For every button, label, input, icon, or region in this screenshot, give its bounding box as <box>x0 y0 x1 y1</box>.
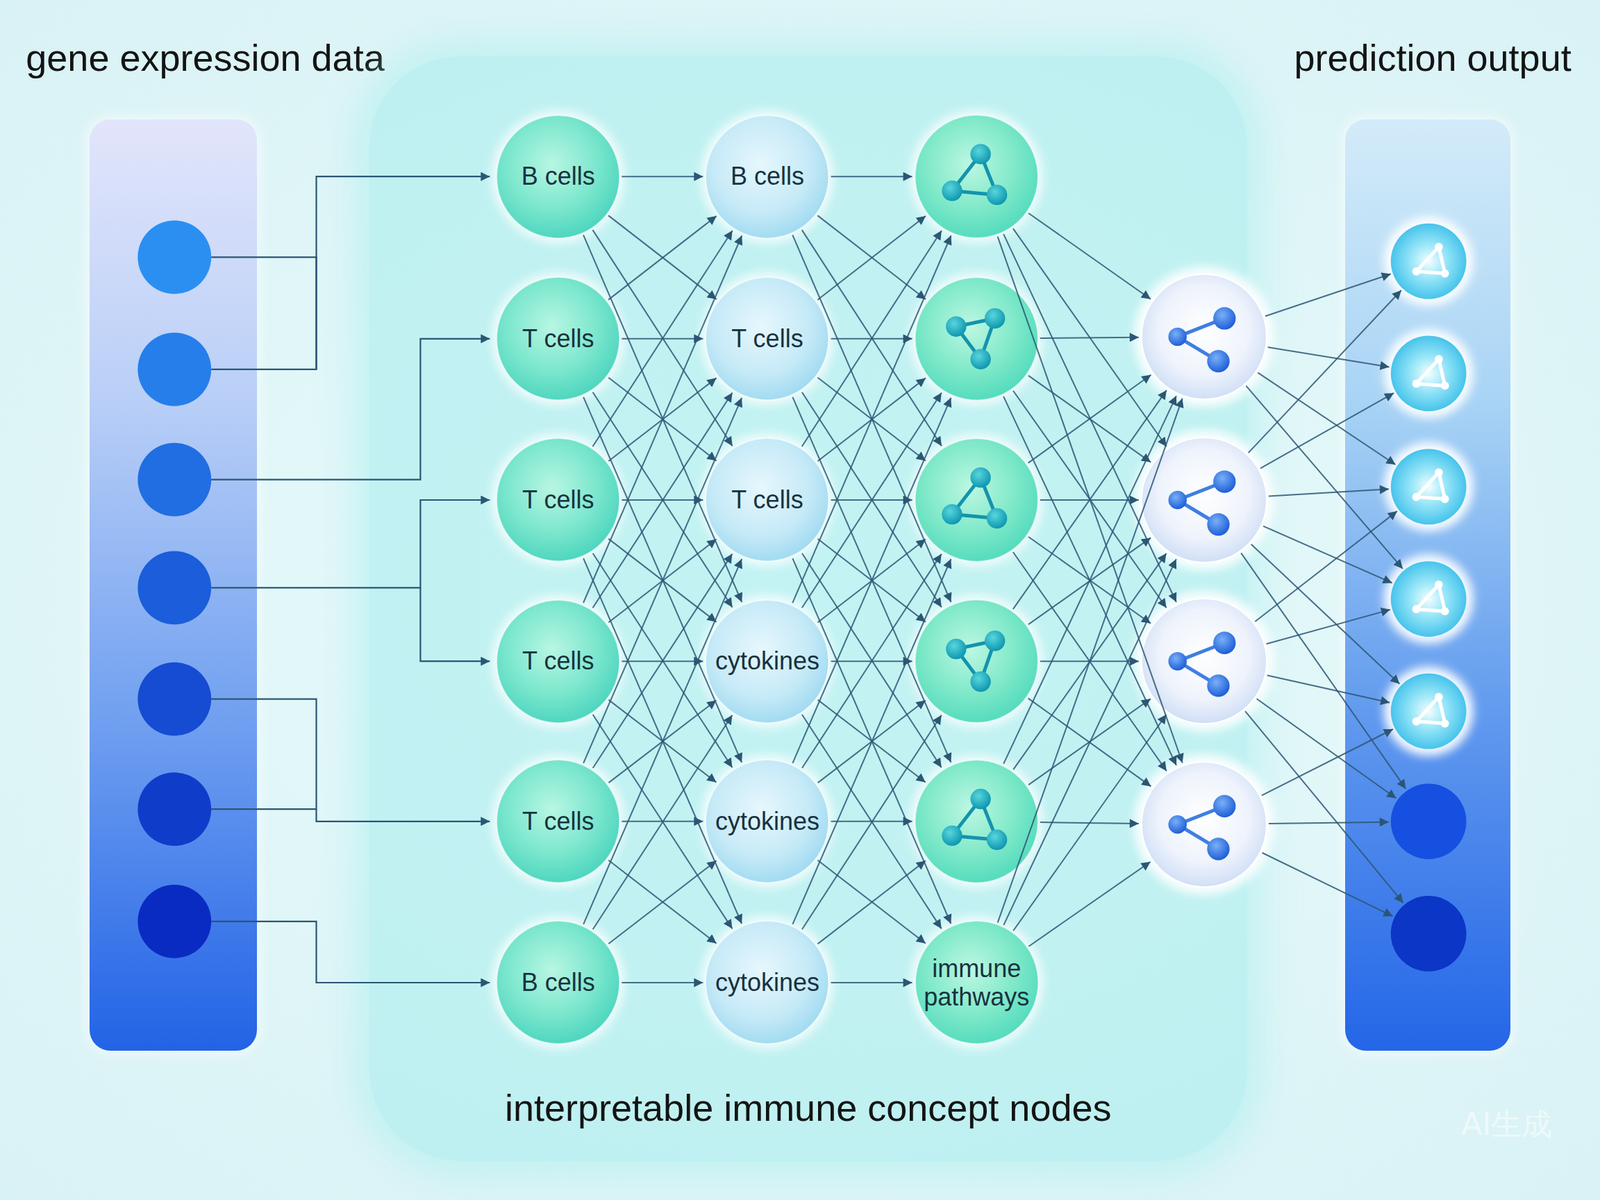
node-glow <box>491 110 625 244</box>
concept-node: B cells <box>495 920 621 1045</box>
node-fill <box>705 759 829 883</box>
node-fill <box>705 277 829 400</box>
node-glow <box>700 433 834 566</box>
concept-node: cytokines <box>704 759 830 884</box>
node-fill <box>496 277 620 400</box>
panel-heading: gene expression data <box>25 36 385 80</box>
node-glow <box>491 754 625 888</box>
concept-node: B cells <box>495 114 621 239</box>
concept-node: cytokines <box>704 599 830 724</box>
node-label: T cells <box>498 324 619 353</box>
node-label: cytokines <box>707 968 828 997</box>
node-glow <box>491 433 625 566</box>
node-glow <box>700 272 834 405</box>
concept-node: T cells <box>495 759 621 884</box>
node-glow <box>491 272 625 405</box>
node-label: B cells <box>498 968 619 997</box>
node-label: T cells <box>498 646 619 675</box>
node-fill <box>705 920 829 1044</box>
concept-node: cytokines <box>704 920 830 1045</box>
node-label: B cells <box>707 161 828 191</box>
node-label: T cells <box>498 806 619 836</box>
node-fill <box>496 600 620 723</box>
concept-node: T cells <box>495 599 621 724</box>
node-fill <box>915 920 1039 1044</box>
node-label: T cells <box>707 485 828 514</box>
concept-node: immune pathways <box>914 920 1039 1045</box>
node-glow <box>910 915 1044 1049</box>
panel-box: gene expression data <box>89 119 257 1052</box>
node-glow <box>491 595 625 728</box>
node-glow <box>700 754 834 888</box>
node-label: B cells <box>498 161 619 191</box>
panel-heading: prediction output <box>1293 36 1571 80</box>
node-fill <box>705 115 829 239</box>
node-label: T cells <box>498 485 619 514</box>
node-label: cytokines <box>707 646 828 675</box>
concept-node: T cells <box>704 437 830 562</box>
node-fill <box>496 920 620 1044</box>
node-glow <box>700 595 834 728</box>
node-fill <box>496 759 620 883</box>
concept-node: T cells <box>704 276 830 401</box>
concept-node: B cells <box>704 114 830 239</box>
panel-caption: interpretable immune concept nodes <box>369 1086 1248 1130</box>
node-fill <box>496 438 620 562</box>
node-label: immune pathways <box>916 954 1037 1012</box>
node-fill <box>705 600 829 723</box>
node-label: cytokines <box>707 806 828 836</box>
node-glow <box>700 915 834 1049</box>
node-glow <box>700 110 834 244</box>
node-fill <box>496 115 620 239</box>
panel-box: interpretable immune concept nodes B cell… <box>369 56 1248 1162</box>
concept-node: T cells <box>495 276 621 401</box>
node-label: T cells <box>707 324 828 353</box>
node-fill <box>705 438 829 562</box>
panel-box: prediction output <box>1345 119 1511 1052</box>
concept-node: T cells <box>495 437 621 562</box>
node-glow <box>491 915 625 1049</box>
watermark: AI生成 <box>1461 1104 1553 1146</box>
